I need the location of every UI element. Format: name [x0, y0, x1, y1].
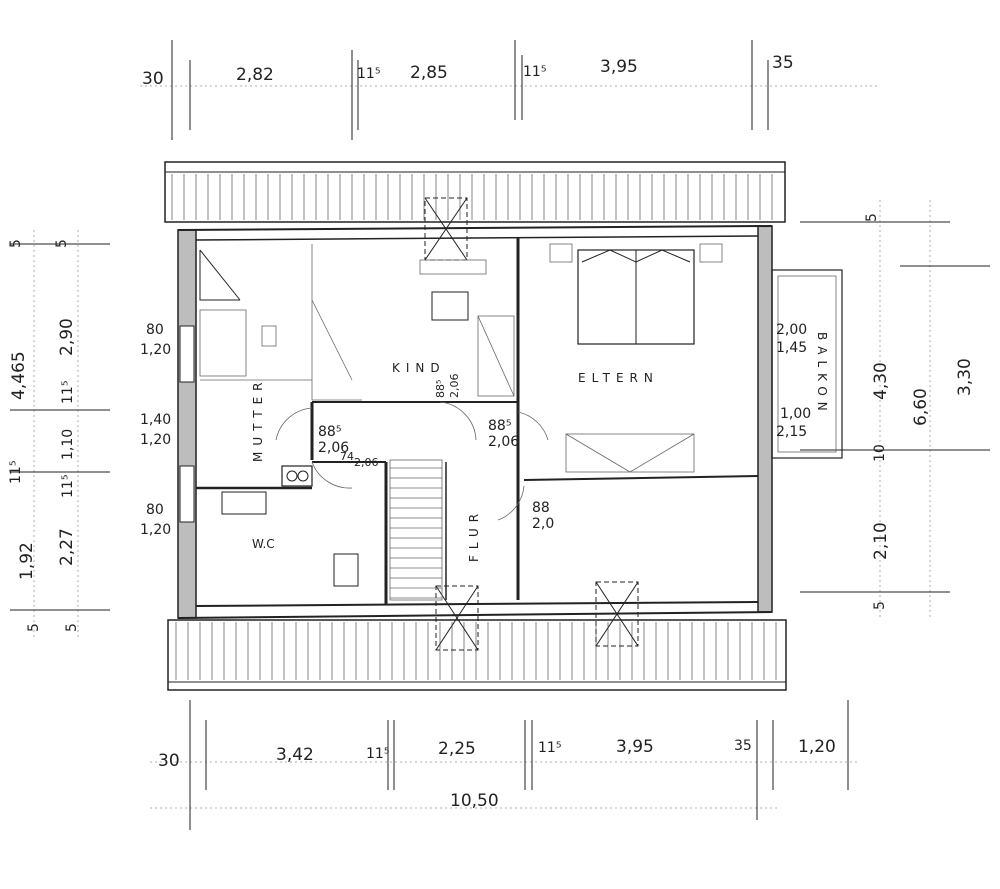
bottom-dim-4: 11⁵ [538, 740, 561, 756]
roof-eave-top [164, 161, 786, 223]
room-label-balkon: BALKON [815, 332, 829, 417]
eltern-door-w: 88⁵ [488, 418, 511, 434]
left-dim-5: 11⁵ [8, 461, 24, 484]
left-dim-11: 5 [64, 623, 80, 632]
bottom-dim-7: 1,20 [798, 737, 836, 757]
bottom-dim-6: 35 [734, 738, 752, 754]
bottom-dim-3: 2,25 [438, 739, 476, 759]
top-dim-3: 2,85 [410, 63, 448, 83]
wc-window-h: 1,20 [140, 522, 171, 538]
right-dim-0: 5 [864, 213, 880, 222]
bottom-dim-5: 3,95 [616, 737, 654, 757]
staircase [389, 459, 447, 601]
top-dim-2: 11⁵ [357, 66, 380, 82]
left-dim-0: 5 [8, 239, 24, 248]
interior-walls [196, 238, 759, 604]
right-dim-5: 2,10 [871, 522, 891, 560]
bath-door-w: 88 [532, 500, 550, 516]
mutter-door2-h: 2,06 [354, 456, 379, 469]
mutter-door-w: 88⁵ [318, 424, 341, 440]
balkon-door-h: 1,45 [776, 340, 807, 356]
wc-window-w: 80 [146, 502, 164, 518]
room-label-eltern: ELTERN [578, 371, 659, 385]
bottom-dim-1: 3,42 [276, 745, 314, 765]
mutter-window2-w: 1,40 [140, 412, 171, 428]
bottom-dimension-chain: 30 3,42 11⁵ 2,25 11⁵ 3,95 35 1,20 10,50 [150, 700, 860, 830]
door-swings [275, 401, 549, 521]
right-dimension-chain: 5 4,30 3,30 6,60 10 2,10 5 [800, 200, 990, 620]
left-dim-2: 4,465 [9, 351, 29, 400]
room-labels: MUTTER KIND ELTERN FLUR W.C BALKON [251, 332, 829, 562]
left-dim-1: 5 [54, 239, 70, 248]
wc-fixtures [221, 491, 359, 587]
roof-eave-bottom [167, 619, 787, 691]
right-dim-3: 6,60 [911, 388, 931, 426]
left-dim-4: 11⁵ [60, 381, 76, 404]
kind-door-h: 2,06 [448, 374, 461, 399]
eltern-window-w: 1,00 [780, 406, 811, 422]
mutter-window-h: 1,20 [140, 342, 171, 358]
skylight-bottom-left [435, 585, 479, 651]
eltern-furniture [549, 243, 723, 473]
left-dim-7: 11⁵ [60, 475, 76, 498]
mutter-door-h: 2,06 [318, 440, 349, 456]
right-dim-1: 4,30 [871, 362, 891, 400]
top-dim-0: 30 [142, 69, 164, 89]
room-label-kind: KIND [392, 361, 446, 375]
room-label-wc: W.C [252, 537, 275, 551]
eltern-window-h: 2,15 [776, 424, 807, 440]
top-dim-5: 3,95 [600, 57, 638, 77]
mutter-door2-w: 74 [340, 450, 354, 463]
mutter-window-w: 80 [146, 322, 164, 338]
kind-furniture [419, 259, 515, 397]
mutter-furniture [199, 244, 362, 401]
right-dim-4: 10 [872, 444, 888, 462]
right-dim-6: 5 [872, 601, 888, 610]
left-dimension-chain: 5 5 4,465 2,90 11⁵ 11⁵ 1,10 11⁵ 1,92 2,2… [8, 230, 110, 640]
left-dim-8: 1,92 [17, 542, 37, 580]
exterior-walls [177, 225, 773, 619]
room-label-flur: FLUR [467, 508, 481, 562]
mutter-window2-h: 1,20 [140, 432, 171, 448]
top-dim-4: 11⁵ [523, 64, 546, 80]
bottom-dim-0: 30 [158, 751, 180, 771]
left-dim-6: 1,10 [60, 429, 76, 460]
right-dim-2: 3,30 [955, 358, 975, 396]
top-dim-6: 35 [772, 53, 794, 73]
top-dimension-chain: 30 2,82 11⁵ 2,85 11⁵ 3,95 35 [140, 40, 880, 140]
left-dim-3: 2,90 [57, 318, 77, 356]
opening-annotations: 80 1,20 1,40 1,20 80 1,20 88⁵ 2,06 74 2,… [140, 322, 811, 538]
balcony [771, 269, 843, 459]
balkon-door-w: 2,00 [776, 322, 807, 338]
room-label-mutter: MUTTER [251, 376, 265, 462]
bottom-dim-2: 11⁵ [366, 746, 389, 762]
kind-door-w: 88⁵ [434, 380, 447, 398]
bath-door-h: 2,0 [532, 516, 554, 532]
top-dim-1: 2,82 [236, 65, 274, 85]
left-dim-10: 5 [26, 623, 42, 632]
eltern-door-h: 2,06 [488, 434, 519, 450]
left-dim-9: 2,27 [57, 528, 77, 566]
total-width-dim: 10,50 [450, 791, 499, 811]
